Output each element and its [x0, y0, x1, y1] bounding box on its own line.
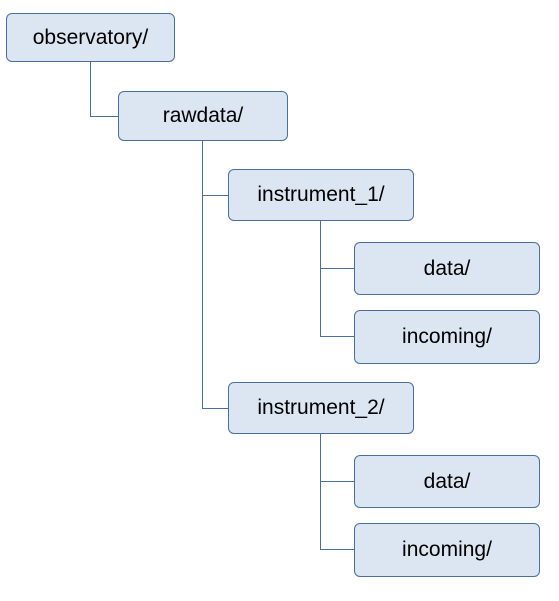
connector-observatory-rawdata [90, 62, 118, 117]
connector-instrument-2-data [320, 434, 354, 482]
node-observatory: observatory/ [6, 13, 175, 62]
node-label: rawdata/ [162, 104, 244, 127]
node-label: incoming/ [402, 538, 492, 561]
connector-rawdata-instrument-2 [202, 195, 228, 409]
connector-instrument-1-incoming [320, 268, 354, 337]
node-instrument-2-data: data/ [354, 455, 540, 508]
node-instrument-1: instrument_1/ [228, 169, 414, 221]
connector-rawdata-instrument-1 [202, 141, 228, 196]
node-instrument-2-incoming: incoming/ [354, 523, 540, 577]
node-label: instrument_2/ [257, 396, 385, 419]
node-label: data/ [423, 469, 471, 493]
node-label: observatory/ [32, 25, 149, 49]
node-rawdata: rawdata/ [118, 91, 288, 141]
node-label: incoming/ [402, 325, 492, 348]
node-label: data/ [423, 256, 471, 280]
node-instrument-1-data: data/ [354, 242, 540, 295]
node-instrument-2: instrument_2/ [228, 382, 414, 434]
connector-instrument-1-data [320, 221, 354, 269]
node-label: instrument_1/ [257, 183, 385, 206]
connector-instrument-2-incoming [320, 481, 354, 550]
node-instrument-1-incoming: incoming/ [354, 310, 540, 364]
